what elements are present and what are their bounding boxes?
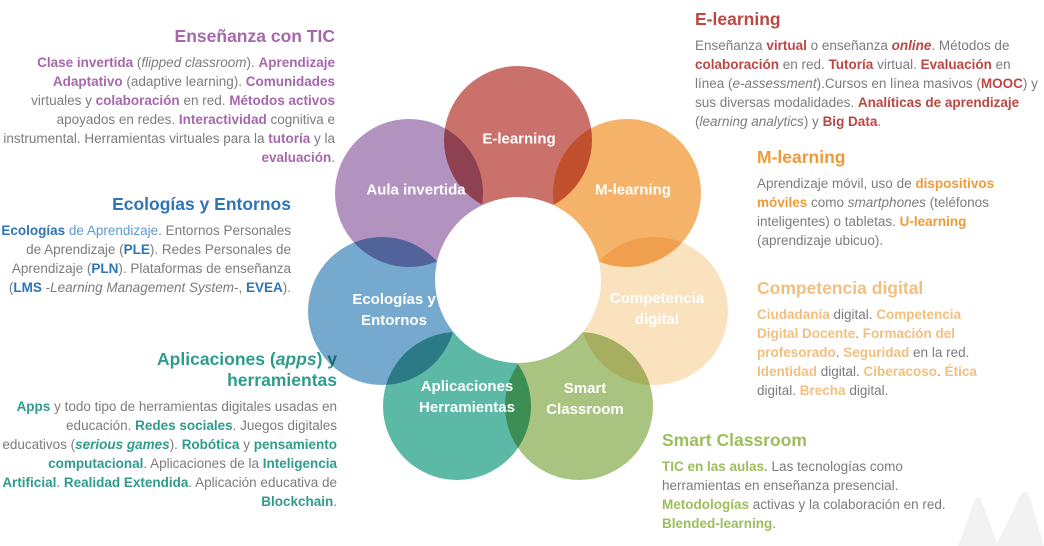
heading-ecologias-entornos: Ecologías y Entornos [112,194,291,214]
petal-label-aula-invertida: Aula invertida [366,181,466,199]
body-aplicaciones-herramientas: Apps y todo tipo de herramientas digital… [2,399,337,509]
petal-label-smart-classroom: Smart Classroom [546,380,624,418]
petal-label-aplicaciones-herramientas: Aplicaciones Herramientas [419,378,515,416]
petal-label-e-learning: E-learning [482,130,556,148]
text-block-smart-classroom: Smart Classroom TIC en las aulas. Las te… [662,430,984,533]
flower-center-circle [435,197,601,363]
heading-ensenanza-con-tic: Enseñanza con TIC [174,26,335,46]
heading-smart-classroom: Smart Classroom [662,430,807,450]
petal-circle-e-learning [444,66,592,214]
body-smart-classroom: TIC en las aulas. Las tecnologías como h… [662,459,946,531]
text-block-aplicaciones-herramientas: Aplicaciones (apps) y herramientas Apps … [0,349,337,511]
heading-competencia-digital: Competencia digital [757,278,924,298]
text-block-ensenanza-con-tic: Enseñanza con TIC Clase invertida (flipp… [0,26,335,167]
body-m-learning: Aprendizaje móvil, uso de dispositivos m… [757,176,995,248]
text-block-m-learning: M-learning Aprendizaje móvil, uso de dis… [757,147,999,250]
petal-circle-aplicaciones-herramientas [383,332,531,480]
heading-aplicaciones-herramientas: Aplicaciones (apps) y herramientas [157,349,337,390]
petal-circle-m-learning [553,119,701,267]
body-competencia-digital: Ciudadanía digital. Competencia Digital … [757,307,977,398]
heading-m-learning: M-learning [757,147,846,167]
text-block-ecologias-entornos: Ecologías y Entornos Ecologías de Aprend… [0,194,291,297]
petal-circle-smart-classroom [505,332,653,480]
text-block-competencia-digital: Competencia digital Ciudadanía digital. … [757,278,1003,400]
petal-circle-competencia-digital [580,237,728,385]
heading-e-learning: E-learning [695,9,781,29]
petal-label-competencia-digital: Competencia digital [609,290,705,328]
body-ensenanza-con-tic: Clase invertida (flipped classroom). Apr… [3,55,335,165]
petal-label-m-learning: M-learning [595,181,671,199]
flower-petals [308,66,728,480]
body-ecologias-entornos: Ecologías de Aprendizaje. Entornos Perso… [1,223,291,295]
body-e-learning: Enseñanza virtual o enseñanza online. Mé… [695,38,1038,129]
petal-label-ecologias-entornos: Ecologías y Entornos [352,291,436,329]
text-block-e-learning: E-learning Enseñanza virtual o enseñanza… [695,9,1041,131]
petal-circle-aula-invertida [335,119,483,267]
